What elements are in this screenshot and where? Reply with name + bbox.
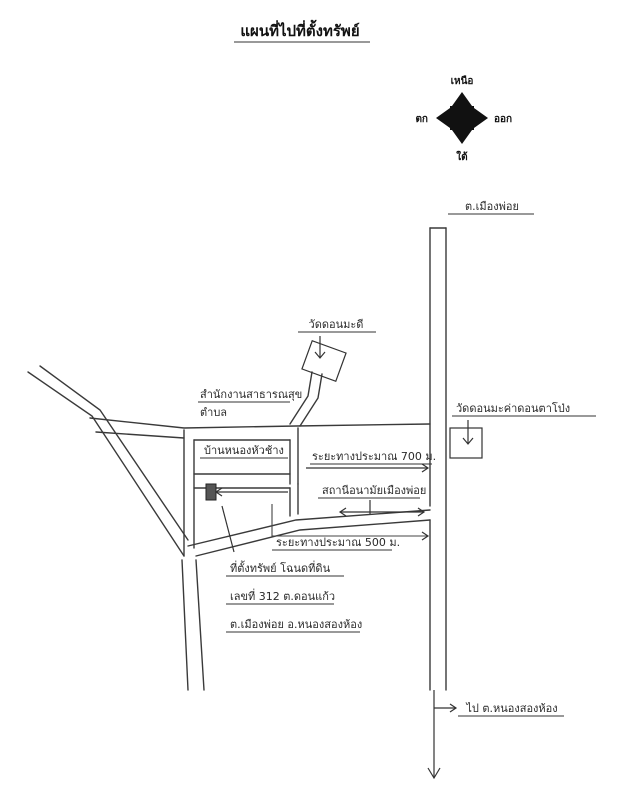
distance-700-label: ระยะทางประมาณ 700 ม. — [312, 450, 436, 463]
health-center-arrow-icon — [338, 500, 426, 517]
temple-right-arrow-icon — [462, 420, 474, 445]
health-office-label-2: ตำบล — [200, 406, 227, 419]
temple-top-arrow-icon — [314, 336, 326, 359]
road-label-bottom: ไป ต.หนองสองห้อง — [465, 702, 557, 715]
property-leader — [221, 505, 235, 553]
compass-north-label: เหนือ — [451, 75, 474, 87]
temple-top-building — [301, 339, 347, 383]
road-label-top: ต.เมืองพ่อย — [465, 200, 519, 213]
health-office-label: สำนักงานสาธารณสุข — [200, 388, 302, 401]
temple-right-building — [449, 427, 483, 459]
internal-roads — [89, 417, 431, 557]
temple-right-label: วัดดอนมะค่าดอนตาโป่ง — [456, 401, 570, 415]
health-center-label: สถานีอนามัยเมืองพ่อย — [322, 484, 426, 497]
left-roads — [27, 365, 205, 691]
property-label-2: เลขที่ 312 ต.ดอนแก้ว — [230, 588, 335, 603]
school-label: บ้านหนองหัวช้าง — [204, 444, 284, 457]
compass-icon — [436, 92, 488, 144]
main-road — [429, 227, 447, 691]
property-route-line — [271, 504, 430, 541]
property-arrow-icon — [214, 487, 288, 497]
distance-500-label: ระยะทางประมาณ 500 ม. — [276, 536, 400, 549]
property-label-1: ที่ตั้งทรัพย์ โฉนดที่ดิน — [230, 560, 331, 575]
distance-700-arrow-icon — [306, 463, 430, 473]
temple-top-label: วัดดอนมะดี — [309, 318, 364, 331]
temple-road — [289, 371, 323, 427]
property-marker — [205, 483, 217, 501]
map-title: แผนที่ไปที่ตั้งทรัพย์ — [240, 19, 359, 40]
compass-east-label: ออก — [494, 114, 512, 125]
right-arrow-icon — [434, 703, 458, 713]
compass-west-label: ตก — [415, 114, 428, 125]
property-label-3: ต.เมืองพ่อย อ.หนองสองห้อง — [230, 618, 362, 631]
compass-south-label: ใต้ — [456, 150, 467, 163]
down-arrow-icon — [427, 690, 441, 780]
